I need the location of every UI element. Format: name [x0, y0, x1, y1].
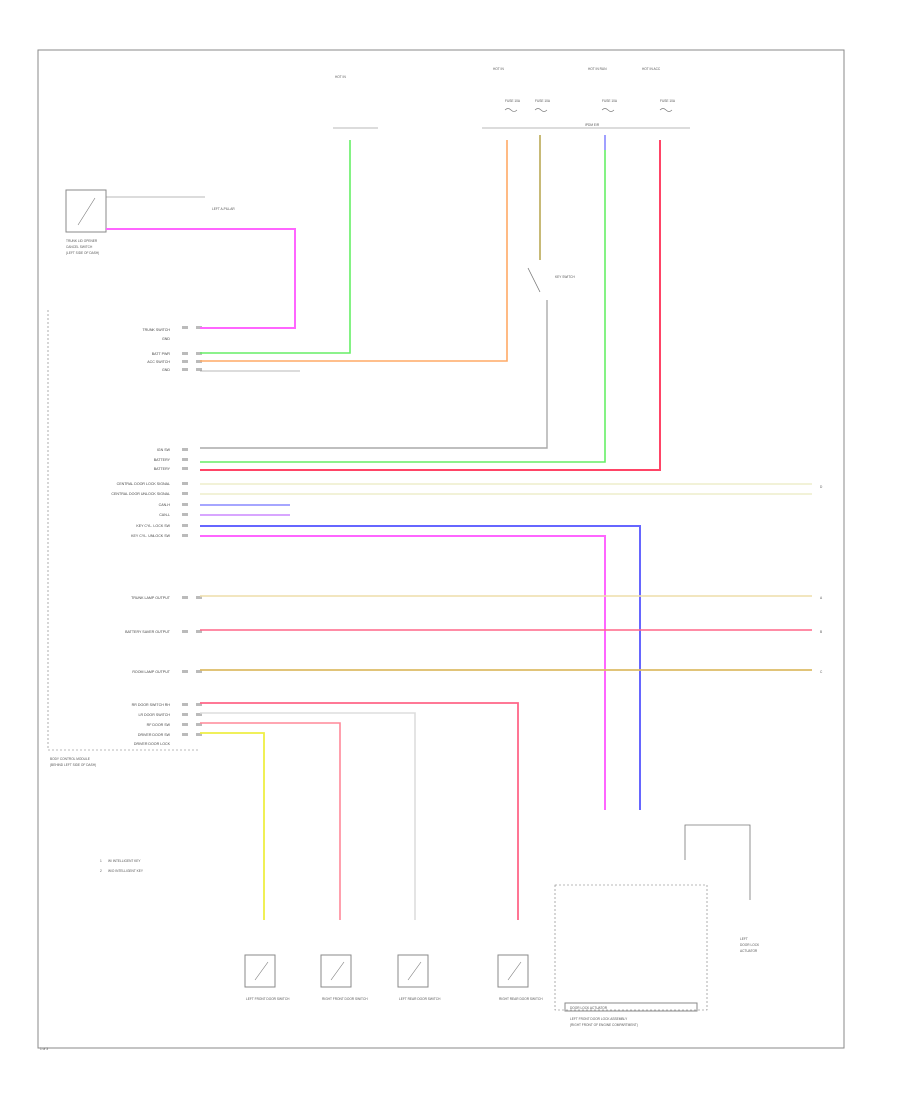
right-component-label: LEFT DOOR LOCK ACTUATOR — [740, 937, 760, 953]
svg-text:CAN-H: CAN-H — [159, 503, 171, 507]
svg-text:KEY CYL. LOCK SW: KEY CYL. LOCK SW — [136, 524, 170, 528]
svg-text:CAN-L: CAN-L — [159, 513, 170, 517]
svg-text:TRUNK LID OPENER: TRUNK LID OPENER — [66, 239, 98, 243]
svg-text:DRIVER DOOR SW: DRIVER DOOR SW — [138, 733, 171, 737]
wire-key-cyl-blue — [200, 525, 641, 810]
svg-text:RIGHT FRONT DOOR SWITCH: RIGHT FRONT DOOR SWITCH — [322, 997, 368, 1001]
svg-text:GND: GND — [162, 337, 170, 341]
fuse-3: FUSE 10A — [601, 99, 618, 112]
svg-text:BATTERY SAVER OUTPUT: BATTERY SAVER OUTPUT — [125, 630, 171, 634]
key-switch-blade — [527, 267, 541, 293]
ref-d: D — [820, 485, 823, 489]
svg-text:W/O INTELLIGENT KEY: W/O INTELLIGENT KEY — [108, 869, 144, 873]
wire-key-cyl-magenta — [200, 535, 606, 810]
bcm-pins-mid: IGN SW BATTERY BATTERY CENTRAL DOOR LOCK… — [111, 448, 170, 538]
door-lock-assembly-box — [554, 884, 708, 1011]
legend: 1 W/ INTELLIGENT KEY 2 W/O INTELLIGENT K… — [100, 859, 144, 873]
trunk-switch-component: TRUNK LID OPENER CANCEL SWITCH (LEFT SID… — [65, 189, 107, 255]
fuse-2: FUSE 10A — [534, 99, 551, 112]
bcm-pins-bottom: RR DOOR SWITCH RH LR DOOR SWITCH RF DOOR… — [132, 703, 171, 746]
wire-ign-green-2 — [200, 150, 606, 463]
bcm-outline — [47, 310, 200, 751]
svg-text:TRUNK SWITCH: TRUNK SWITCH — [142, 328, 170, 332]
door-switch-right-rear: RIGHT REAR DOOR SWITCH — [497, 954, 543, 1001]
door-lock-actuator: DOOR LOCK ACTUATOR — [564, 1002, 698, 1012]
svg-text:W/ INTELLIGENT KEY: W/ INTELLIGENT KEY — [108, 859, 141, 863]
svg-text:RIGHT REAR DOOR SWITCH: RIGHT REAR DOOR SWITCH — [499, 997, 543, 1001]
svg-text:DRIVER DOOR LOCK: DRIVER DOOR LOCK — [134, 742, 171, 746]
diagram-frame — [37, 49, 845, 1049]
svg-text:LEFT: LEFT — [740, 937, 748, 941]
svg-text:CENTRAL DOOR LOCK SIGNAL: CENTRAL DOOR LOCK SIGNAL — [117, 482, 170, 486]
key-switch-label: KEY SWITCH — [555, 275, 575, 279]
svg-text:2: 2 — [100, 869, 102, 873]
bcm-connector-marks — [182, 326, 202, 736]
wire-lr-door — [200, 712, 416, 920]
fuse-1: FUSE 10A — [504, 99, 521, 112]
wire-battery-orange — [200, 140, 508, 362]
svg-text:LR DOOR SWITCH: LR DOOR SWITCH — [138, 713, 170, 717]
svg-text:FUSE 10A: FUSE 10A — [660, 99, 676, 103]
svg-text:BATT PWR: BATT PWR — [152, 352, 171, 356]
bcm-label: BODY CONTROL MODULE (BEHIND LEFT SIDE OF… — [50, 757, 96, 767]
wire-rf-door — [200, 722, 341, 920]
svg-text:RF DOOR SW: RF DOOR SW — [147, 723, 171, 727]
svg-text:ACTUATOR: ACTUATOR — [740, 949, 758, 953]
bcm-pins-outputs: TRUNK LAMP OUTPUT BATTERY SAVER OUTPUT R… — [125, 596, 171, 674]
svg-text:CANCEL SWITCH: CANCEL SWITCH — [66, 245, 93, 249]
lock-assembly-location: (RIGHT FRONT OF ENGINE COMPARTMENT) — [570, 1023, 638, 1027]
fuse-4: FUSE 10A — [659, 99, 676, 112]
svg-text:IPDM E/R: IPDM E/R — [585, 123, 600, 127]
ref-c: C — [820, 670, 823, 674]
svg-text:GND: GND — [162, 368, 170, 372]
wire-ignition-green — [200, 140, 351, 354]
svg-text:TRUNK LAMP OUTPUT: TRUNK LAMP OUTPUT — [131, 596, 171, 600]
svg-text:IGN SW: IGN SW — [157, 448, 171, 452]
wire-trunk-switch — [106, 228, 296, 329]
ref-b: B — [820, 630, 822, 634]
svg-text:FUSE 10A: FUSE 10A — [505, 99, 521, 103]
svg-text:BODY CONTROL MODULE: BODY CONTROL MODULE — [50, 757, 90, 761]
wire-right-component — [684, 824, 751, 900]
ref-a: A — [820, 596, 823, 600]
top-label-1: HOT IN — [335, 75, 346, 79]
door-switch-left-rear: LEFT REAR DOOR SWITCH — [397, 954, 441, 1001]
svg-text:1: 1 — [100, 859, 102, 863]
svg-text:ACC SWITCH: ACC SWITCH — [147, 360, 170, 364]
svg-text:CENTRAL DOOR UNLOCK SIGNAL: CENTRAL DOOR UNLOCK SIGNAL — [111, 492, 170, 496]
svg-text:BATTERY: BATTERY — [154, 467, 171, 471]
ipdm-label: IPDM E/R — [585, 123, 600, 127]
lock-assembly-label: LEFT FRONT DOOR LOCK ASSEMBLY — [570, 1017, 628, 1021]
svg-text:FUSE 10A: FUSE 10A — [602, 99, 618, 103]
door-switch-right-front: RIGHT FRONT DOOR SWITCH — [320, 954, 368, 1001]
wire-key-switch-grey — [200, 300, 548, 449]
bcm-pins-top: TRUNK SWITCH GND BATT PWR ACC SWITCH GND — [142, 328, 170, 372]
svg-text:BATTERY: BATTERY — [154, 458, 171, 462]
wire-df-door — [200, 732, 265, 920]
svg-text:ROOM LAMP OUTPUT: ROOM LAMP OUTPUT — [132, 670, 170, 674]
svg-text:DOOR LOCK: DOOR LOCK — [740, 943, 760, 947]
wire-rr-door — [200, 702, 519, 920]
svg-text:LEFT FRONT DOOR SWITCH: LEFT FRONT DOOR SWITCH — [246, 997, 290, 1001]
page-footer-code: 1 of 3 — [40, 1047, 48, 1051]
svg-text:DOOR LOCK ACTUATOR: DOOR LOCK ACTUATOR — [570, 1006, 608, 1010]
door-switch-left-front: LEFT FRONT DOOR SWITCH — [244, 954, 290, 1001]
svg-text:(BEHIND LEFT SIDE OF DASH): (BEHIND LEFT SIDE OF DASH) — [50, 763, 96, 767]
svg-text:FUSE 10A: FUSE 10A — [535, 99, 551, 103]
svg-text:RR DOOR SWITCH RH: RR DOOR SWITCH RH — [132, 703, 171, 707]
top-label-3: HOT IN RUN — [588, 67, 607, 71]
gnd-label: LEFT A-PILLAR — [212, 207, 235, 211]
svg-text:KEY CYL. UNLOCK SW: KEY CYL. UNLOCK SW — [131, 534, 170, 538]
top-label-4: HOT IN ACC — [642, 67, 661, 71]
top-label-2: HOT IN — [493, 67, 504, 71]
svg-text:(LEFT SIDE OF DASH): (LEFT SIDE OF DASH) — [66, 251, 99, 255]
wire-battery-red — [200, 140, 661, 471]
svg-text:LEFT REAR DOOR SWITCH: LEFT REAR DOOR SWITCH — [399, 997, 441, 1001]
